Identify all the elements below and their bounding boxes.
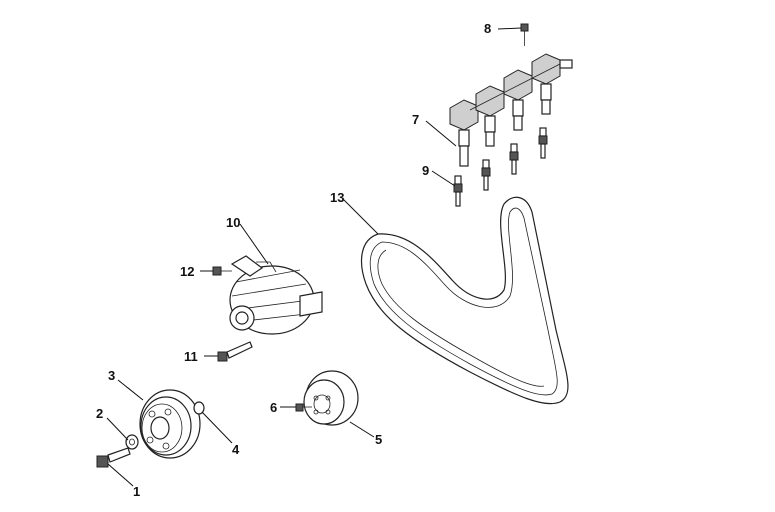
leader-5 [349, 421, 375, 438]
callout-10: 10 [226, 215, 240, 230]
alternator-lower-bolt [217, 341, 253, 362]
leader-13 [342, 198, 379, 235]
callout-5: 5 [375, 432, 382, 447]
callout-4: 4 [232, 442, 240, 457]
callout-12: 12 [180, 264, 194, 279]
leader-1 [107, 463, 134, 487]
leader-2 [106, 417, 129, 441]
leader-10 [239, 223, 269, 265]
callout-8: 8 [484, 21, 491, 36]
callout-labels: 1 2 3 4 5 6 7 8 9 10 11 12 13 [96, 21, 491, 499]
water-pump-pulley [303, 370, 359, 426]
callout-2: 2 [96, 406, 103, 421]
leader-4 [201, 411, 233, 444]
callout-1: 1 [133, 484, 140, 499]
leader-lines [106, 27, 522, 487]
alternator [229, 255, 323, 335]
leader-8 [497, 27, 522, 30]
leader-3 [117, 379, 144, 401]
crankshaft-pulley-bolt [96, 447, 131, 468]
leader-9 [431, 170, 456, 187]
washer [125, 434, 139, 450]
ignition-coil-pack [449, 53, 573, 167]
callout-6: 6 [270, 400, 277, 415]
o-ring [193, 401, 205, 415]
callout-9: 9 [422, 163, 429, 178]
callout-3: 3 [108, 368, 115, 383]
callout-11: 11 [184, 349, 198, 364]
alternator-upper-bolt [212, 266, 232, 276]
callout-7: 7 [412, 112, 419, 127]
callout-13: 13 [330, 190, 344, 205]
leader-7 [425, 120, 457, 147]
spark-plugs [453, 127, 548, 207]
drive-belt [360, 196, 569, 405]
crankshaft-pulley [139, 389, 201, 459]
ignition-coil-bolt [520, 23, 529, 46]
